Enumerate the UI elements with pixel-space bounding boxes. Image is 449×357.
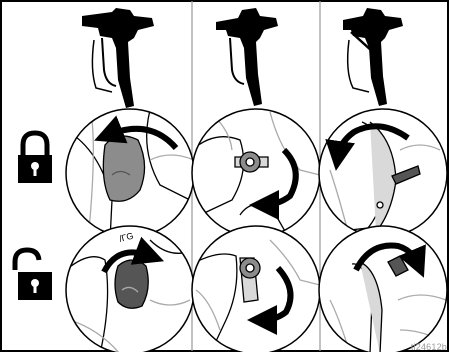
detail-circle-unlock-1: /ΓG — [66, 226, 194, 352]
detail-circle-unlock-2 — [192, 226, 320, 352]
detail-circle-unlock-3 — [319, 226, 447, 352]
figure-id-label: ti24612b — [411, 342, 447, 352]
